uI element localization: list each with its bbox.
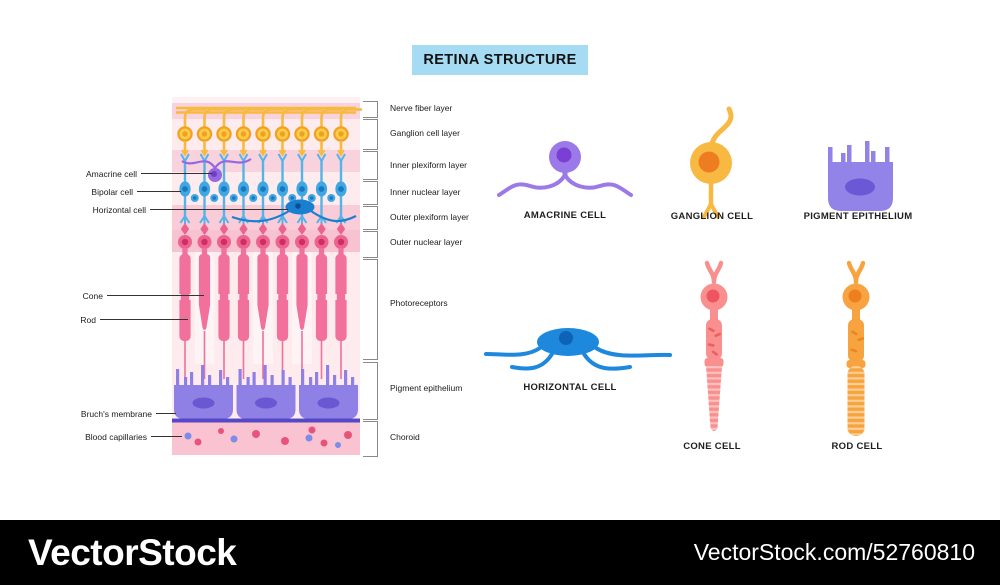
amacrine-cell-illustration	[497, 141, 633, 197]
horizontal-cell-shape	[231, 199, 357, 223]
pigment-epithelium-illustration	[828, 141, 893, 211]
bruchs-membrane-line	[172, 418, 360, 423]
caption-pigment-epithelium: PIGMENT EPITHELIUM	[803, 211, 913, 222]
part-label-blood-capillaries: Blood capillaries	[85, 432, 147, 442]
connector-bipolar	[137, 191, 181, 192]
bracket-inner-plexiform	[363, 151, 378, 180]
bracket-pigment-epithelium	[363, 362, 378, 420]
layer-label-inner-plexiform: Inner plexiform layer	[390, 160, 468, 170]
connector-bruchs	[156, 413, 176, 414]
choroid-band	[172, 422, 360, 455]
rod-cell-illustration	[842, 260, 870, 436]
bracket-choroid	[363, 421, 378, 457]
bracket-outer-nuclear	[363, 231, 378, 258]
bracket-ganglion	[363, 119, 378, 150]
retina-layers-diagram	[172, 97, 362, 455]
amacrine-cell-shape	[181, 158, 252, 182]
connector-rod	[100, 319, 188, 320]
part-label-rod: Rod	[80, 315, 96, 325]
ganglion-cell-illustration	[690, 106, 734, 219]
caption-cone-cell: CONE CELL	[683, 441, 741, 452]
layer-label-outer-nuclear: Outer nuclear layer	[390, 237, 463, 247]
layer-label-nerve-fiber: Nerve fiber layer	[390, 103, 453, 113]
caption-horizontal-cell: HORIZONTAL CELL	[523, 382, 617, 393]
caption-rod-cell: ROD CELL	[831, 441, 883, 452]
part-label-horizontal: Horizontal cell	[92, 205, 146, 215]
layer-label-pigment-epithelium: Pigment epithelium	[390, 383, 463, 393]
layer-label-outer-plexiform: Outer plexiform layer	[390, 212, 469, 222]
connector-amacrine	[141, 173, 212, 174]
connector-capillaries	[151, 436, 182, 437]
cone-cell-illustration	[700, 260, 728, 431]
caption-ganglion-cell: GANGLION CELL	[670, 211, 754, 222]
caption-amacrine-cell: AMACRINE CELL	[523, 210, 607, 221]
inner-nuclear-small-cells	[190, 194, 336, 202]
part-label-cone: Cone	[82, 291, 103, 301]
layer-label-inner-nuclear: Inner nuclear layer	[390, 187, 461, 197]
part-label-bruchs-membrane: Bruch's membrane	[80, 409, 152, 419]
watermark-bar: VectorStock VectorStock.com/52760810	[0, 520, 1000, 585]
layer-label-ganglion: Ganglion cell layer	[390, 128, 460, 138]
connector-horizontal	[150, 209, 288, 210]
part-label-amacrine: Amacrine cell	[85, 169, 137, 179]
bracket-outer-plexiform	[363, 206, 378, 230]
vectorstock-url: VectorStock.com/52760810	[693, 539, 975, 565]
horizontal-cell-illustration	[484, 328, 672, 371]
bracket-inner-nuclear	[363, 181, 378, 205]
bracket-nerve-fiber	[363, 101, 378, 118]
bracket-photoreceptors	[363, 259, 378, 360]
layer-label-choroid: Choroid	[390, 432, 420, 442]
page-title: RETINA STRUCTURE	[412, 45, 588, 75]
vectorstock-logo: VectorStock	[28, 531, 237, 573]
part-label-bipolar: Bipolar cell	[91, 187, 133, 197]
layer-label-photoreceptors: Photoreceptors	[390, 298, 448, 308]
connector-cone	[107, 295, 204, 296]
